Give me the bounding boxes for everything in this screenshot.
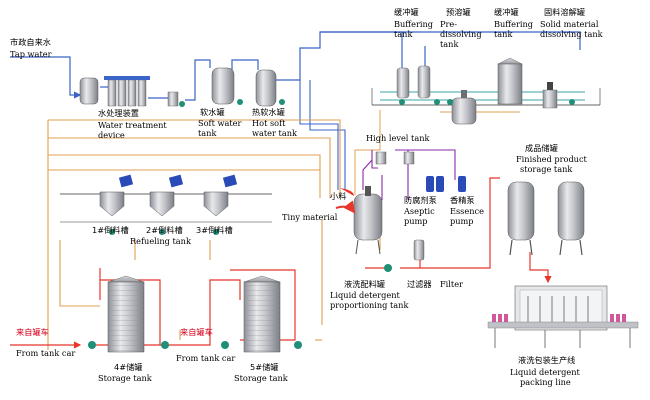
solid-material-dissolving-tank — [497, 57, 575, 109]
hot-water-label-en2: water tank — [252, 128, 297, 138]
buffering-tank-2 — [417, 65, 440, 105]
water-to-process-lines — [299, 80, 346, 190]
storage-tank-4 — [88, 275, 169, 353]
buffer2-label-cn: 缓冲罐 — [494, 7, 519, 17]
aseptic-pump-label-en1: Aseptic — [404, 206, 435, 216]
packing-line-label-en2: packing line — [520, 377, 571, 387]
soft-water-label-cn: 软水罐 — [200, 107, 225, 117]
packing-line-machine — [487, 285, 639, 348]
essence-pump-label-en2: pump — [450, 216, 474, 226]
refuel2-label: 2#倒料槽 — [146, 225, 183, 235]
refuel1-label: 1#倒料槽 — [92, 225, 129, 235]
pre-dissolving-tank — [447, 90, 477, 125]
essence-pump-label-cn: 香精泵 — [450, 195, 475, 205]
solid-tank-label-en1: Solid material — [540, 19, 599, 29]
finished-product-tank-2 — [557, 181, 585, 256]
tiny-material-arrow — [335, 200, 356, 214]
refuel3-label: 3#倒料槽 — [196, 225, 233, 235]
hot-water-label-en1: Hot soft — [252, 118, 286, 128]
tap-water-label-en: Tap water — [10, 49, 52, 59]
from-tank-car-1-label-cn: 来自罐车 — [16, 327, 49, 337]
feed-lines — [47, 119, 381, 350]
essence-pump — [458, 176, 466, 192]
water-treatment-label-en2: device — [98, 130, 125, 140]
refueling-tank-1 — [99, 174, 134, 235]
refueling-tank-3 — [203, 174, 238, 235]
water-treatment-device — [79, 76, 185, 107]
tiny-material-label-cn: 小料 — [330, 191, 347, 201]
high-level-tank-label: High level tank — [366, 133, 430, 143]
aseptic-pump — [426, 176, 444, 192]
filter-label-en: Filter — [440, 279, 463, 289]
storage-tank-5 — [221, 275, 302, 353]
filter — [413, 239, 425, 261]
aseptic-pump-label-en2: pump — [404, 216, 428, 226]
packing-line-label-en1: Liquid detergent — [510, 367, 580, 377]
soft-water-label-en1: Soft water — [198, 118, 242, 128]
essence-pump-label-en1: Essence — [450, 206, 484, 216]
from-tank-car-2-label-cn: 来自罐车 — [180, 327, 213, 337]
aseptic-pump-label-cn: 防腐剂泵 — [404, 195, 437, 205]
finished-product-tank-1 — [507, 181, 535, 256]
soft-water-tank — [211, 67, 243, 105]
buffer1-label-en2: tank — [394, 29, 413, 39]
dissolving-platform — [371, 88, 601, 106]
water-treatment-label-en1: Water treatment — [98, 120, 167, 130]
filter-label-cn: 过滤器 — [407, 279, 432, 289]
predissolve-label-cn: 预溶罐 — [446, 7, 471, 17]
buffer2-label-en1: Buffering — [494, 19, 533, 29]
water-treatment-label-cn: 水处理装置 — [98, 108, 139, 118]
from-tank-car-2-label-en: From tank car — [176, 353, 236, 363]
tap-water-label-cn: 市政自来水 — [10, 37, 51, 47]
storage4-label-en: Storage tank — [98, 373, 152, 383]
predissolve-label-en2: dissolving — [440, 29, 482, 39]
predissolve-label-en1: Pre- — [440, 19, 458, 29]
tiny-material-label-en: Tiny material — [282, 212, 338, 222]
storage5-label-cn: 5#储罐 — [250, 362, 279, 372]
refueling-tank-2 — [149, 174, 184, 235]
hot-soft-water-tank — [255, 69, 285, 107]
solid-tank-label-en2: dissolving tank — [540, 29, 603, 39]
storage5-label-en: Storage tank — [234, 373, 288, 383]
proportioning-tank-label-cn: 液洗配料罐 — [344, 279, 385, 289]
buffer1-label-cn: 缓冲罐 — [394, 7, 419, 17]
buffering-tank-1 — [396, 67, 410, 105]
buffer2-label-en2: tank — [494, 29, 513, 39]
hot-water-label-cn: 热软水罐 — [252, 107, 285, 117]
solid-tank-label-cn: 固料溶解罐 — [544, 7, 585, 17]
finished-tank-label-en1: Finished product — [516, 154, 587, 164]
high-level-tanks — [375, 151, 415, 165]
proportioning-tank — [340, 186, 392, 272]
finished-tank-label-cn: 成品储罐 — [525, 143, 558, 153]
soft-water-label-en2: tank — [198, 128, 217, 138]
refuel-en-label: Refueling tank — [130, 236, 191, 246]
finished-tank-label-en2: storage tank — [520, 164, 573, 174]
proportioning-tank-label-en1: Liquid detergent — [330, 290, 400, 300]
buffer1-label-en1: Buffering — [394, 19, 433, 29]
proportioning-tank-label-en2: proportioning tank — [330, 300, 409, 310]
storage4-label-cn: 4#储罐 — [114, 362, 143, 372]
predissolve-label-en3: tank — [440, 39, 459, 49]
packing-line-label-cn: 液洗包装生产线 — [518, 355, 576, 365]
from-tank-car-1-label-en: From tank car — [16, 348, 76, 358]
